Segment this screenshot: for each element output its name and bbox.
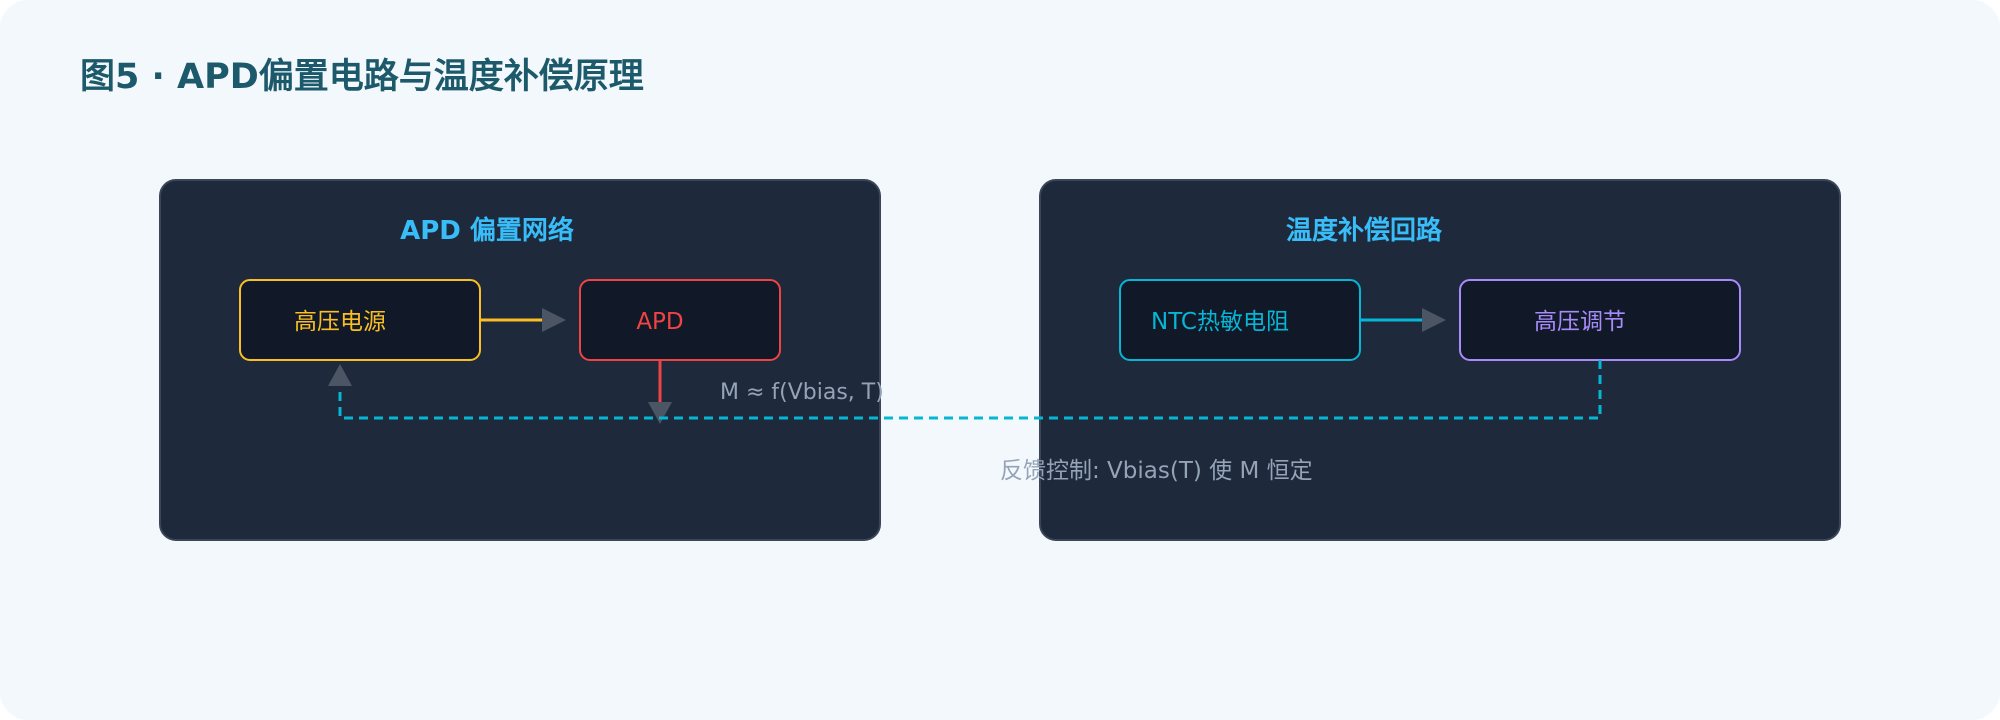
arrowhead-feedback-to-hv xyxy=(328,364,352,386)
panel-bias-title: APD 偏置网络 xyxy=(400,215,574,246)
node-apd-label: APD xyxy=(636,309,683,335)
arrowhead-hv-to-apd xyxy=(542,308,566,332)
panel-temp-compensation xyxy=(1039,179,1841,541)
node-ntc-label: NTC热敏电阻 xyxy=(1151,309,1289,335)
node-apd xyxy=(579,279,781,361)
node-hv-adjust-label: 高压调节 xyxy=(1534,309,1626,335)
feedback-caption: 反馈控制: Vbias(T) 使 M 恒定 xyxy=(1000,458,1313,484)
panel-bias-network xyxy=(159,179,881,541)
arrowhead-ntc-to-hvadj xyxy=(1422,308,1446,332)
page-title: 图5 · APD偏置电路与温度补偿原理 xyxy=(80,57,644,97)
gain-formula-label: M ≈ f(Vbias, T) xyxy=(720,380,884,405)
feedback-loop-path xyxy=(338,360,1602,420)
node-hv-supply-label: 高压电源 xyxy=(294,309,386,335)
arrowhead-apd-down xyxy=(648,402,672,424)
panel-comp-title: 温度补偿回路 xyxy=(1286,215,1443,246)
